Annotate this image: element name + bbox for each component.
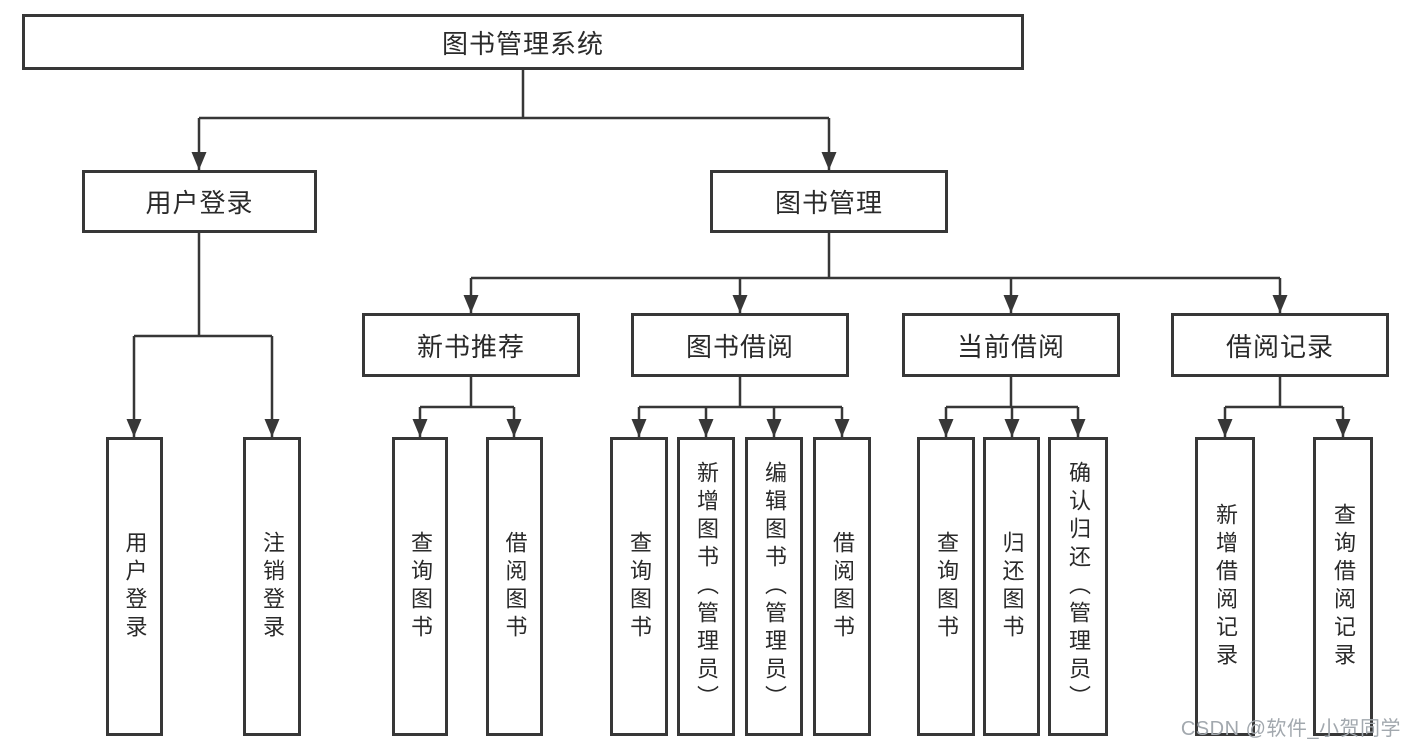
node-label: 查询图书	[627, 530, 652, 643]
node-borrowing-records: 借阅记录	[1171, 313, 1389, 377]
node-label: 查询图书	[934, 530, 959, 643]
node-book-management: 图书管理	[710, 170, 948, 233]
node-label: 借阅图书	[830, 530, 855, 643]
node-label: 图书借阅	[685, 331, 794, 362]
watermark-text: CSDN @软件_小贺同学	[1180, 718, 1401, 740]
node-label: 新书推荐	[416, 331, 525, 362]
node-current-query-books: 查询图书	[917, 437, 975, 736]
node-add-borrow-record: 新增借阅记录	[1195, 437, 1255, 736]
node-recommend-query-books: 查询图书	[392, 437, 448, 736]
node-user-login: 用户登录	[106, 437, 163, 736]
node-borrowing-query-books: 查询图书	[610, 437, 668, 736]
node-book-borrowing: 图书借阅	[631, 313, 849, 377]
node-label: 归还图书	[999, 530, 1025, 643]
node-label: 当前借阅	[956, 331, 1065, 362]
node-logout: 注销登录	[243, 437, 301, 736]
node-confirm-return-admin: 确认归还（管理员）	[1048, 437, 1108, 736]
node-edit-book-admin: 编辑图书（管理员）	[745, 437, 803, 736]
node-system-root: 图书管理系统	[22, 14, 1024, 70]
node-label: 图书管理	[774, 188, 883, 218]
node-label: 查询图书	[408, 530, 433, 643]
node-recommend-borrow-books: 借阅图书	[486, 437, 543, 736]
node-current-borrowing: 当前借阅	[902, 313, 1120, 377]
node-label: 查询借阅记录	[1331, 502, 1356, 671]
node-borrowing-borrow-books: 借阅图书	[813, 437, 871, 736]
node-label: 新增图书（管理员）	[694, 460, 719, 713]
node-new-book-recommend: 新书推荐	[362, 313, 580, 377]
node-label: 编辑图书（管理员）	[762, 460, 787, 713]
node-user-login-branch: 用户登录	[82, 170, 317, 233]
node-label: 图书管理系统	[441, 28, 604, 59]
node-label: 用户登录	[145, 188, 254, 218]
node-label: 新增借阅记录	[1213, 502, 1238, 671]
node-query-borrow-record: 查询借阅记录	[1313, 437, 1373, 736]
node-return-books: 归还图书	[983, 437, 1040, 736]
node-label: 确认归还（管理员）	[1066, 460, 1091, 713]
node-label: 注销登录	[260, 530, 285, 643]
node-add-book-admin: 新增图书（管理员）	[677, 437, 735, 736]
node-label: 用户登录	[122, 530, 148, 643]
node-label: 借阅记录	[1225, 331, 1334, 362]
node-label: 借阅图书	[502, 530, 528, 643]
